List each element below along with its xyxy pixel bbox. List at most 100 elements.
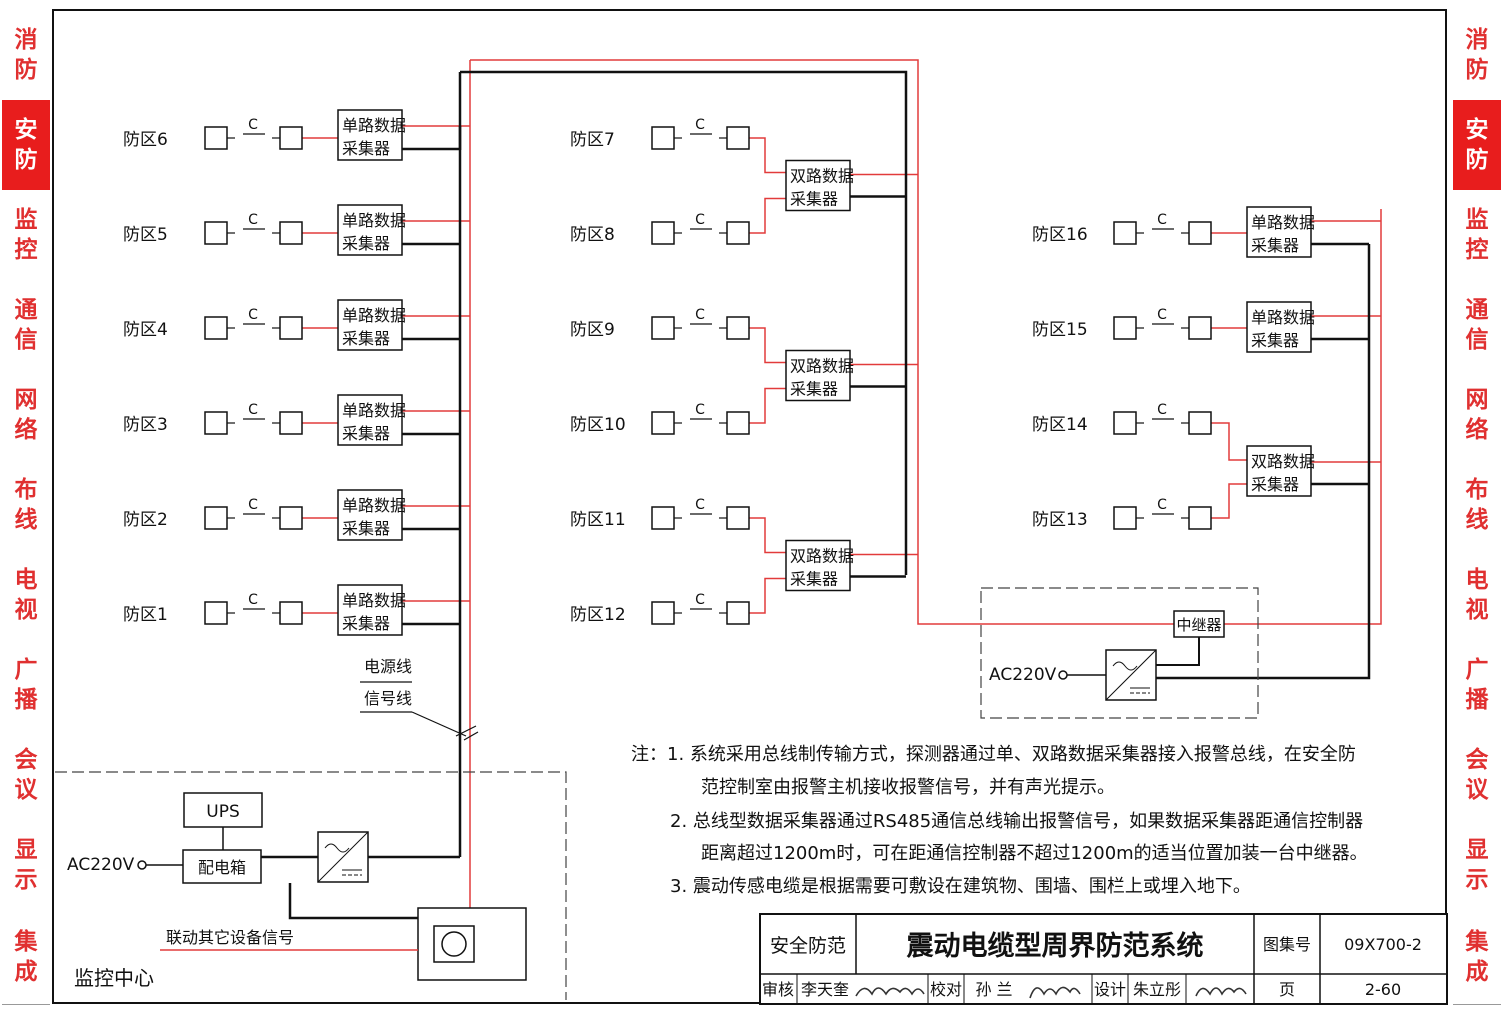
side-tab-right-5[interactable]: 布线 — [1453, 460, 1501, 551]
detector-right-3-b — [1188, 506, 1212, 530]
zone-label-right-1: 防区15 — [1032, 320, 1088, 340]
repeater-label: 中继器 — [1176, 616, 1221, 634]
zone-label-mid-2: 防区9 — [570, 320, 615, 340]
single-collector-left-1-line2: 采集器 — [342, 234, 390, 253]
cable-label-mid-4: C — [695, 497, 705, 513]
single-collector-left-3 — [337, 394, 403, 446]
dual-collector-right-line1: 双路数据 — [1251, 452, 1315, 471]
single-collector-left-3-line2: 采集器 — [342, 424, 390, 443]
cable-label-mid-0: C — [695, 117, 705, 133]
dual-collector-mid-0-line1: 双路数据 — [790, 167, 854, 186]
dual-collector-mid-0-line2: 采集器 — [790, 190, 838, 209]
note-1b: 范控制室由报警主机接收报警信号，并有声光提示。 — [701, 777, 1115, 798]
side-tab-left-0[interactable]: 消防 — [2, 10, 50, 101]
ac220v-left: AC220V — [67, 855, 135, 875]
single-collector-right-1-line1: 单路数据 — [1251, 308, 1315, 327]
side-tab-right-9[interactable]: 显示 — [1453, 820, 1501, 911]
cable-label-mid-3: C — [695, 402, 705, 418]
zone-label-mid-3: 防区10 — [570, 415, 626, 435]
cable-label-mid-1: C — [695, 212, 705, 228]
dual-collector-mid-2-line1: 双路数据 — [790, 547, 854, 566]
dual-collector-mid-1 — [785, 349, 851, 402]
link-signal-label: 联动其它设备信号 — [166, 928, 294, 947]
single-collector-left-0-line1: 单路数据 — [342, 116, 406, 135]
side-tab-left-7[interactable]: 广播 — [2, 640, 50, 731]
legend-signal: 信号线 — [364, 689, 412, 708]
cable-label-right-0: C — [1157, 212, 1167, 228]
legend-power: 电源线 — [364, 657, 412, 676]
side-tab-left-8[interactable]: 会议 — [2, 730, 50, 821]
side-tab-left-4[interactable]: 网络 — [2, 370, 50, 461]
side-tab-left-10[interactable]: 集成 — [2, 910, 50, 1005]
dual-collector-right-line2: 采集器 — [1251, 475, 1299, 494]
side-tab-right-3[interactable]: 通信 — [1453, 280, 1501, 371]
side-tab-left-3[interactable]: 通信 — [2, 280, 50, 371]
checker: 孙 兰 — [975, 980, 1012, 999]
side-tab-left-5[interactable]: 布线 — [2, 460, 50, 551]
dual-collector-mid-0 — [785, 159, 851, 212]
detector-left-1-b — [279, 221, 303, 245]
detector-left-2-a — [204, 316, 228, 340]
single-collector-left-0-line2: 采集器 — [342, 139, 390, 158]
zone-label-mid-0: 防区7 — [570, 130, 615, 150]
side-tab-right-6[interactable]: 电视 — [1453, 550, 1501, 641]
distribution-label: 配电箱 — [198, 858, 246, 877]
detector-mid-0-a — [651, 126, 675, 150]
detector-mid-5-a — [651, 601, 675, 625]
detector-mid-0-b — [726, 126, 750, 150]
design-label: 设计 — [1094, 980, 1126, 999]
drawing-title: 震动电缆型周界防范系统 — [907, 930, 1204, 962]
single-collector-left-0 — [337, 109, 403, 161]
check-label: 校对 — [930, 980, 962, 999]
cable-label-left-1: C — [248, 212, 258, 228]
zone-label-left-2: 防区4 — [123, 320, 168, 340]
detector-left-5-a — [204, 601, 228, 625]
detector-left-0-b — [279, 126, 303, 150]
zone-label-left-3: 防区3 — [123, 415, 168, 435]
single-collector-left-3-line1: 单路数据 — [342, 401, 406, 420]
reviewer: 李天奎 — [801, 980, 849, 999]
detector-mid-2-b — [726, 316, 750, 340]
detector-mid-1-a — [651, 221, 675, 245]
side-tab-left-1[interactable]: 安防 — [2, 100, 50, 191]
detector-right-1-b — [1188, 316, 1212, 340]
detector-right-2-b — [1188, 411, 1212, 435]
dual-collector-mid-2 — [785, 539, 851, 592]
single-collector-left-4 — [337, 489, 403, 541]
monitor-center-label: 监控中心 — [74, 966, 154, 990]
detector-left-3-a — [204, 411, 228, 435]
designer: 朱立彤 — [1133, 980, 1181, 999]
single-collector-right-1 — [1246, 301, 1312, 353]
side-tab-right-10[interactable]: 集成 — [1453, 910, 1501, 1005]
single-collector-left-1-line1: 单路数据 — [342, 211, 406, 230]
cable-label-left-0: C — [248, 117, 258, 133]
page-number: 2-60 — [1365, 980, 1401, 999]
zone-label-right-3: 防区13 — [1032, 510, 1088, 530]
cable-label-left-5: C — [248, 592, 258, 608]
detector-mid-5-b — [726, 601, 750, 625]
side-tab-right-0[interactable]: 消防 — [1453, 10, 1501, 101]
side-tab-left-9[interactable]: 显示 — [2, 820, 50, 911]
detector-right-0-a — [1113, 221, 1137, 245]
single-collector-left-5-line1: 单路数据 — [342, 591, 406, 610]
zone-label-left-1: 防区5 — [123, 225, 168, 245]
drawing-frame — [52, 9, 1447, 1004]
cable-label-left-2: C — [248, 307, 258, 323]
note-3: 3. 震动传感电缆是根据需要可敷设在建筑物、围墙、围栏上或埋入地下。 — [670, 876, 1251, 897]
side-tab-right-8[interactable]: 会议 — [1453, 730, 1501, 821]
single-collector-right-0 — [1246, 206, 1312, 258]
detector-right-1-a — [1113, 316, 1137, 340]
cable-label-left-4: C — [248, 497, 258, 513]
side-tab-right-2[interactable]: 监控 — [1453, 190, 1501, 281]
side-tab-left-6[interactable]: 电视 — [2, 550, 50, 641]
single-collector-left-5-line2: 采集器 — [342, 614, 390, 633]
single-collector-left-2-line2: 采集器 — [342, 329, 390, 348]
side-tab-right-1[interactable]: 安防 — [1453, 100, 1501, 191]
cable-label-mid-5: C — [695, 592, 705, 608]
distribution-box — [182, 849, 262, 884]
ac220v-right: AC220V — [989, 665, 1057, 685]
zone-label-left-5: 防区1 — [123, 605, 168, 625]
atlas-number: 09X700-2 — [1344, 935, 1422, 954]
note-2a: 2. 总线型数据采集器通过RS485通信总线输出报警信号，如果数据采集器距通信控… — [670, 811, 1363, 832]
single-collector-left-5 — [337, 584, 403, 636]
